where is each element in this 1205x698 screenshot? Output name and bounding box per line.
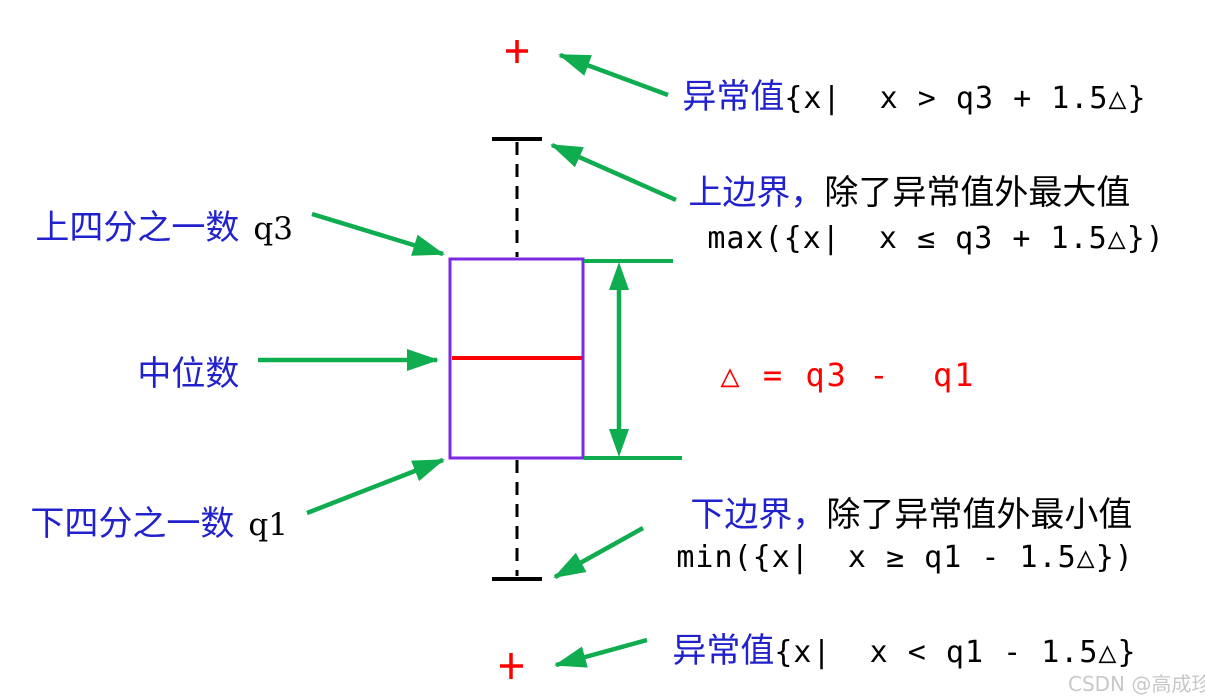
label-delta-equation-text: △ = q3 - q1 <box>720 356 976 395</box>
iqr-arrow-up-head-icon <box>609 262 629 290</box>
label-lower-outlier-math: {x| x < q1 - 1.5△} <box>774 635 1137 671</box>
label-lower-bound-zh: 下边界， <box>690 495 827 536</box>
label-upper-bound-formula: max({x| x ≤ q3 + 1.5△}) <box>687 204 1165 275</box>
label-q3: 上四分之一数 q3 <box>15 191 293 267</box>
label-upper-bound: 上边界，除了异常值外最大值 <box>668 156 1130 232</box>
label-lower-outlier-zh: 异常值 <box>672 631 775 672</box>
label-delta-equation: △ = q3 - q1 <box>700 339 976 413</box>
label-q1-zh: 下四分之一数 <box>30 504 235 545</box>
watermark: CSDN @高成珍 <box>1068 672 1205 696</box>
arrow-to-upper-outlier <box>558 52 669 98</box>
arrow-to-lower-outlier <box>554 637 648 668</box>
iqr-double-arrow <box>609 262 629 457</box>
label-median-zh: 中位数 <box>137 354 240 395</box>
label-q1-var: q1 <box>248 507 288 544</box>
arrow-to-upper-whisker-cap <box>550 142 677 203</box>
label-upper-bound-rest: 除了异常值外最大值 <box>824 173 1131 214</box>
label-upper-bound-zh: 上边界， <box>688 173 825 214</box>
arrow-to-lower-whisker-cap <box>553 526 645 579</box>
label-upper-outlier-zh: 异常值 <box>682 77 785 118</box>
label-q3-zh: 上四分之一数 <box>35 208 240 249</box>
label-q3-var: q3 <box>253 211 293 248</box>
arrow-to-q3-corner <box>311 211 445 257</box>
label-median: 中位数 <box>117 337 239 413</box>
label-upper-outlier-math: {x| x > q3 + 1.5△} <box>784 81 1147 117</box>
label-q1: 下四分之一数 q1 <box>10 487 288 563</box>
label-lower-outlier: 异常值{x| x < q1 - 1.5△} <box>652 614 1137 690</box>
label-lower-bound-formula: min({x| x ≥ q1 - 1.5△}) <box>656 523 1134 594</box>
label-upper-outlier: 异常值{x| x > q3 + 1.5△} <box>662 60 1147 136</box>
label-upper-bound-math: max({x| x ≤ q3 + 1.5△}) <box>707 221 1165 257</box>
label-lower-bound-rest: 除了异常值外最小值 <box>826 495 1133 536</box>
label-lower-bound-math: min({x| x ≥ q1 - 1.5△}) <box>676 540 1134 576</box>
label-lower-bound: 下边界，除了异常值外最小值 <box>670 478 1132 554</box>
iqr-box <box>448 257 585 460</box>
iqr-arrow-down-head-icon <box>609 429 629 457</box>
lower-outlier-plus-icon <box>500 653 523 679</box>
arrow-to-q1-corner <box>306 457 445 516</box>
upper-outlier-plus-icon <box>506 40 528 63</box>
